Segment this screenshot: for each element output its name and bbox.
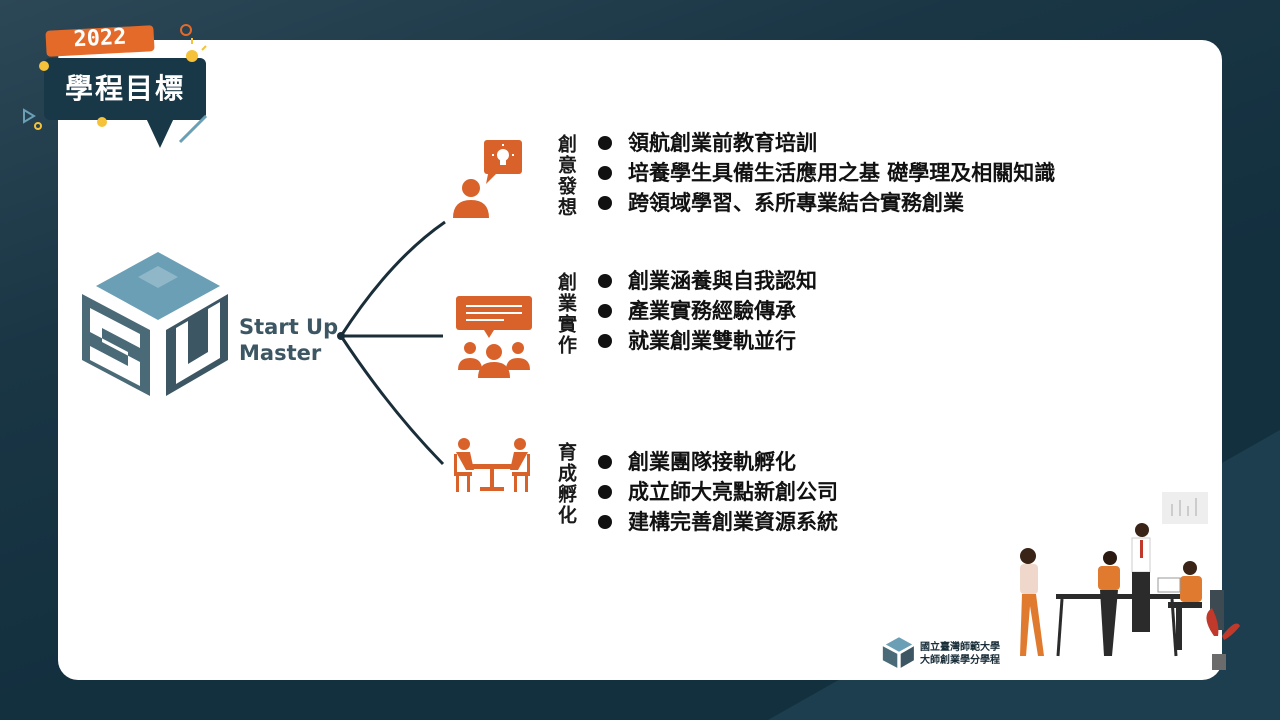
school-logo-icon bbox=[882, 637, 914, 668]
list-item: 就業創業雙軌並行 bbox=[598, 326, 817, 356]
logo-text-line1: Start Up bbox=[239, 315, 339, 339]
list-item: 建構完善創業資源系統 bbox=[598, 507, 838, 537]
section-title-practice: 創業實作 bbox=[555, 272, 577, 356]
idea-person-icon bbox=[453, 140, 522, 218]
team-discussion-icon bbox=[456, 296, 532, 378]
list-item: 領航創業前教育培訓 bbox=[598, 128, 1055, 158]
section-list-ideation: 領航創業前教育培訓 培養學生具備生活應用之基 礎學理及相關知識 跨領域學習、系所… bbox=[598, 128, 1055, 218]
list-item: 成立師大亮點新創公司 bbox=[598, 477, 838, 507]
meeting-table-icon bbox=[454, 438, 530, 492]
team-illustration bbox=[1020, 492, 1240, 670]
school-line2: 大師創業學分學程 bbox=[920, 655, 1000, 666]
list-item: 創業涵養與自我認知 bbox=[598, 266, 817, 296]
section-title-ideation: 創意發想 bbox=[555, 134, 577, 218]
list-item: 創業團隊接軌孵化 bbox=[598, 447, 838, 477]
title-tag-tail bbox=[146, 118, 174, 148]
list-item: 跨領域學習、系所專業結合實務創業 bbox=[598, 188, 1055, 218]
section-list-incubation: 創業團隊接軌孵化 成立師大亮點新創公司 建構完善創業資源系統 bbox=[598, 447, 838, 537]
startup-master-logo bbox=[82, 252, 228, 396]
section-title-incubation: 育成孵化 bbox=[555, 442, 577, 526]
page-title: 學程目標 bbox=[64, 72, 185, 105]
list-item: 產業實務經驗傳承 bbox=[598, 296, 817, 326]
decor-doodles-icon bbox=[23, 24, 208, 144]
list-item: 培養學生具備生活應用之基 礎學理及相關知識 bbox=[598, 158, 1055, 188]
section-list-practice: 創業涵養與自我認知 產業實務經驗傳承 就業創業雙軌並行 bbox=[598, 266, 817, 356]
title-tag bbox=[44, 58, 206, 120]
school-name: 國立臺灣師範大學 大師創業學分學程 bbox=[920, 641, 1000, 667]
branch-lines bbox=[337, 220, 446, 466]
school-line1: 國立臺灣師範大學 bbox=[920, 642, 1000, 653]
logo-text-line2: Master bbox=[239, 341, 322, 365]
